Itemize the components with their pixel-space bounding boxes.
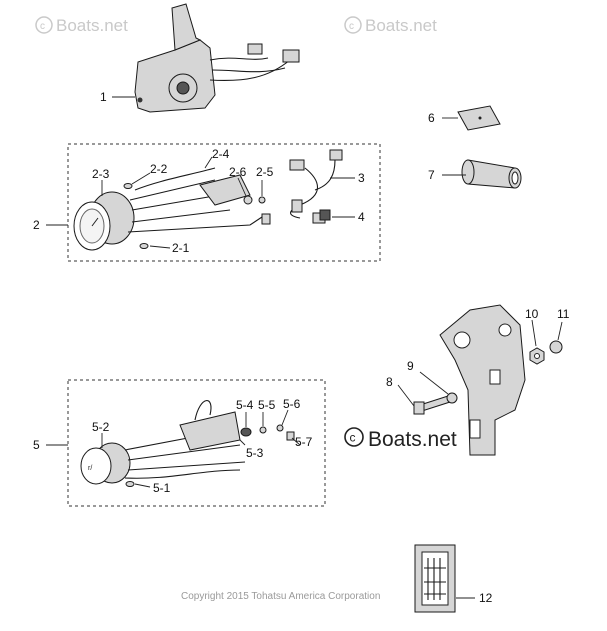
watermark-main: c Boats.net (344, 427, 457, 451)
callout-3: 3 (358, 171, 365, 185)
callout-5-2: 5-2 (92, 420, 110, 434)
callout-5-7: 5-7 (295, 435, 313, 449)
grommet-7 (461, 159, 522, 189)
svg-text:r/: r/ (88, 465, 92, 472)
cap-11 (549, 340, 563, 354)
callout-11: 11 (557, 307, 570, 321)
callout-5-5: 5-5 (258, 398, 276, 412)
svg-text:c: c (350, 431, 356, 445)
group-box-2 (67, 143, 381, 262)
nut-10 (529, 347, 545, 365)
group-box-5 (67, 379, 326, 507)
wiring-harness-3 (289, 149, 343, 219)
copyright-text: Copyright 2015 Tohatsu America Corporati… (181, 591, 380, 602)
mounting-bracket (439, 304, 526, 456)
bolt-8 (413, 395, 451, 415)
svg-text:c: c (349, 21, 354, 32)
leader-lines (46, 96, 563, 599)
tachometer-assembly (73, 167, 271, 251)
callout-5-3: 5-3 (246, 446, 264, 460)
callout-1: 1 (100, 90, 107, 104)
callout-5-1: 5-1 (153, 481, 171, 495)
plate-6 (457, 105, 501, 131)
callout-2-2: 2-2 (150, 162, 168, 176)
callout-10: 10 (525, 307, 539, 321)
connector-4 (312, 209, 331, 224)
svg-text:Boats.net: Boats.net (56, 16, 128, 35)
remote-control-box (134, 3, 300, 113)
callout-5: 5 (33, 438, 40, 452)
callout-9: 9 (407, 359, 414, 373)
callout-2-1: 2-1 (172, 241, 190, 255)
callout-labels: 1 2 2-1 2-2 2-3 2-4 2-5 2-6 3 4 5 5-1 5-… (33, 90, 570, 605)
watermark-top-right: c Boats.net (344, 16, 437, 35)
callout-2-3: 2-3 (92, 167, 110, 181)
callout-2-4: 2-4 (212, 147, 230, 161)
callout-8: 8 (386, 375, 393, 389)
callout-2-5: 2-5 (256, 165, 274, 179)
callout-12: 12 (479, 591, 493, 605)
watermark-top-left: c Boats.net (35, 16, 128, 35)
svg-text:Boats.net: Boats.net (368, 428, 457, 451)
gauge-assembly: r/ (80, 400, 295, 487)
callout-7: 7 (428, 168, 435, 182)
svg-text:Boats.net: Boats.net (365, 16, 437, 35)
washer-9 (446, 392, 458, 404)
callout-4: 4 (358, 210, 365, 224)
callout-5-6: 5-6 (283, 397, 301, 411)
callout-5-4: 5-4 (236, 398, 254, 412)
callout-2: 2 (33, 218, 40, 232)
grille-plate-12 (414, 544, 456, 613)
callout-6: 6 (428, 111, 435, 125)
callout-2-6: 2-6 (229, 165, 247, 179)
svg-text:c: c (40, 21, 45, 32)
